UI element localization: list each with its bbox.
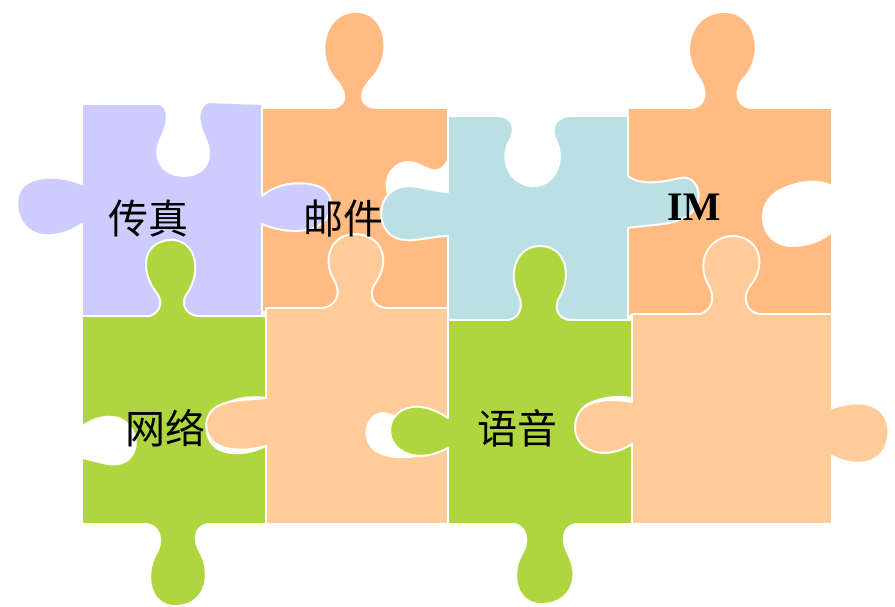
label-fax: 传真 <box>108 197 188 243</box>
label-voice: 语音 <box>477 407 557 453</box>
puzzle-piece-fax <box>16 101 333 321</box>
puzzle-piece-peach-left <box>205 233 449 525</box>
puzzle-piece-voice <box>389 245 633 606</box>
puzzle-piece-blue-center <box>380 115 700 321</box>
label-im: IM <box>667 184 721 229</box>
label-network: 网络 <box>125 407 205 453</box>
puzzle-piece-peach-right <box>574 235 890 525</box>
label-email: 邮件 <box>303 197 383 243</box>
puzzle-piece-im <box>627 10 833 317</box>
